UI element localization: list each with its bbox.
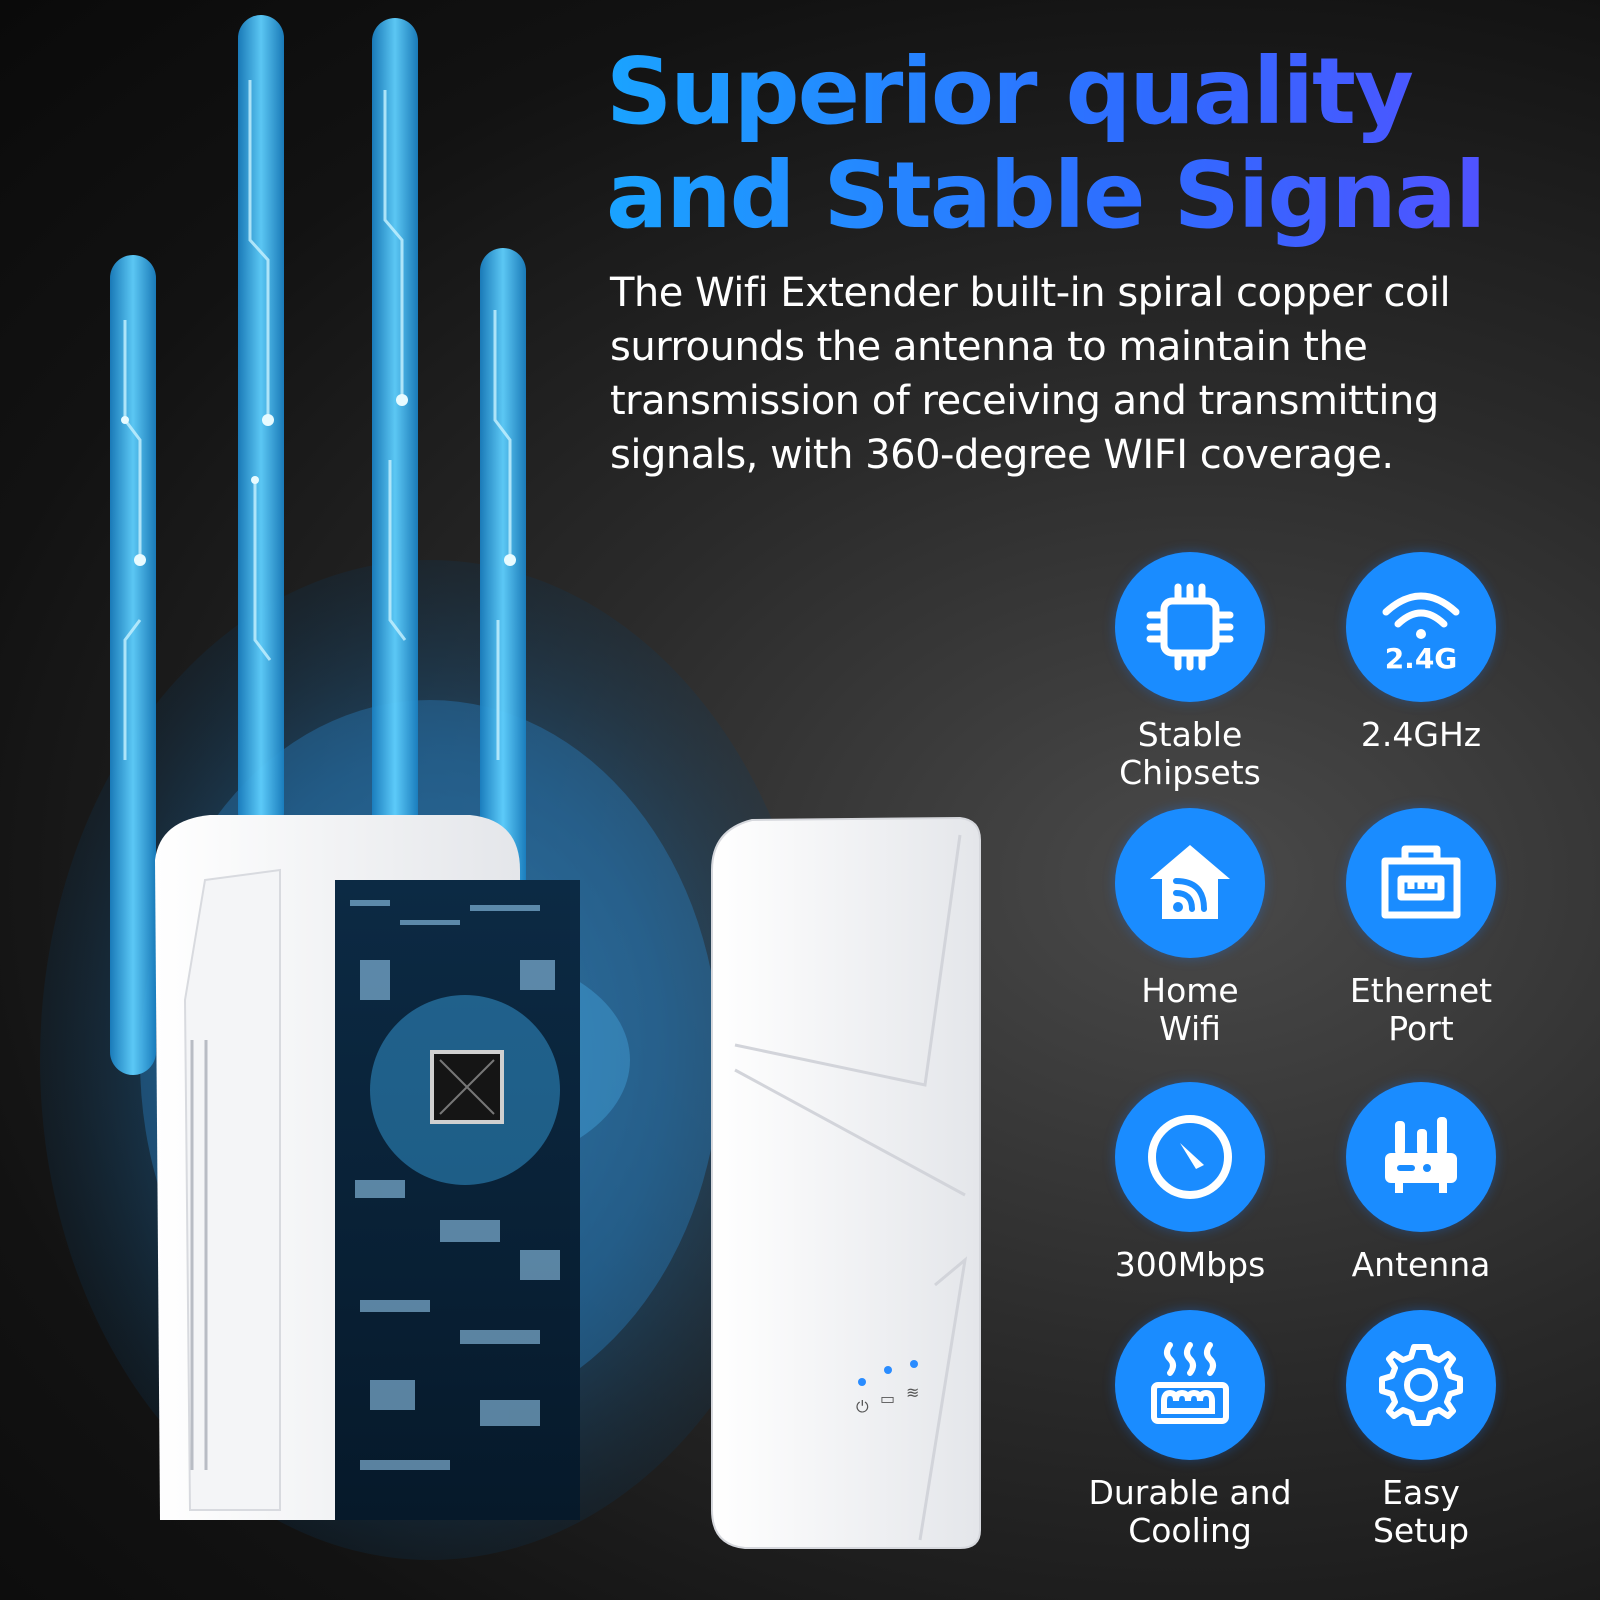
svg-text:▭: ▭	[880, 1389, 895, 1408]
feature-stable-chipsets: Stable Chipsets	[1070, 552, 1310, 792]
feature-label: Durable and Cooling	[1088, 1473, 1292, 1550]
feature-ethernet-port: Ethernet Port	[1301, 808, 1541, 1048]
feature-home-wifi: Home Wifi	[1070, 808, 1310, 1048]
circuit-board	[335, 880, 580, 1520]
feature-durable-cooling: Durable and Cooling	[1070, 1310, 1310, 1550]
speedometer-icon	[1115, 1082, 1265, 1232]
feature-antenna: Antenna	[1301, 1082, 1541, 1284]
gear-icon	[1346, 1310, 1496, 1460]
feature-label: Easy Setup	[1372, 1473, 1470, 1550]
feature-easy-setup: Easy Setup	[1301, 1310, 1541, 1550]
status-leds: ⏻ ▭ ≋	[856, 1360, 919, 1416]
headline-line-1: Superior quality	[606, 38, 1412, 145]
svg-text:⏻: ⏻	[856, 1397, 869, 1416]
feature-label: Antenna	[1351, 1245, 1491, 1284]
product-description: The Wifi Extender built-in spiral copper…	[610, 270, 1451, 478]
heat-dissipation-icon	[1115, 1310, 1265, 1460]
feature-2-4ghz: 2.4G 2.4GHz	[1301, 552, 1541, 754]
wifi-extender-illustration: ⏻ ▭ ≋	[40, 15, 981, 1560]
wifi-band-text: 2.4G	[1385, 642, 1458, 675]
feature-label: Home Wifi	[1141, 971, 1239, 1048]
feature-label: Ethernet Port	[1349, 971, 1493, 1048]
feature-label: 2.4GHz	[1360, 715, 1482, 754]
antenna-icon	[1346, 1082, 1496, 1232]
svg-text:≋: ≋	[906, 1383, 919, 1402]
wifi-2.4g-icon: 2.4G	[1346, 552, 1496, 702]
antennas	[110, 15, 526, 1075]
feature-300mbps: 300Mbps	[1070, 1082, 1310, 1284]
feature-label: 300Mbps	[1114, 1245, 1266, 1284]
ethernet-port-icon	[1346, 808, 1496, 958]
headline: Superior quality and Stable Signal	[606, 40, 1586, 248]
chip-icon	[1115, 552, 1265, 702]
feature-label: Stable Chipsets	[1119, 715, 1261, 792]
headline-line-2: and Stable Signal	[606, 142, 1485, 249]
extender-cover: ⏻ ▭ ≋	[711, 816, 981, 1549]
home-wifi-icon	[1115, 808, 1265, 958]
